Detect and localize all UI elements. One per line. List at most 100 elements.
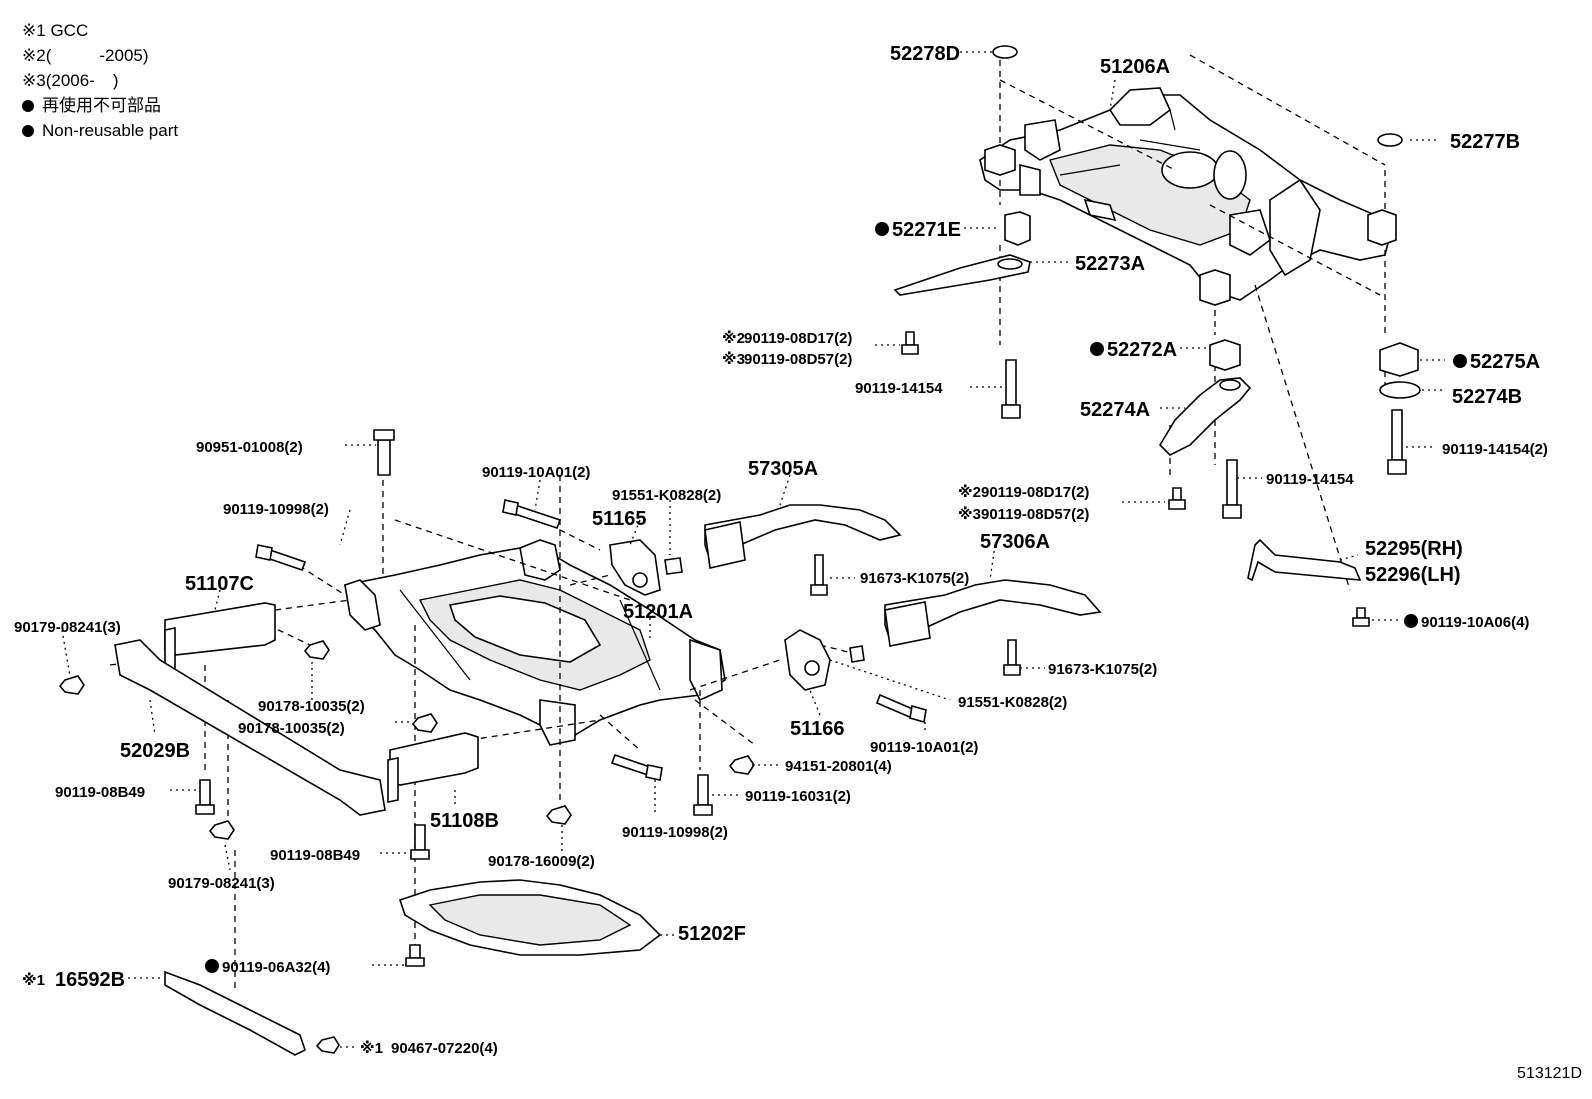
note-text: GCC: [50, 21, 89, 40]
label-52271e: 52271E: [892, 219, 961, 241]
label-90119-14154-a: 90119-14154: [855, 380, 943, 397]
label-51201a: 51201A: [623, 601, 693, 623]
nonreusable-dot-icon: [875, 222, 889, 236]
note-mark: ※1: [22, 21, 46, 40]
legend-note-1: ※1 GCC: [22, 18, 178, 43]
label-91551-k0828-b: 91551-K0828(2): [958, 694, 1067, 711]
label-90119-08b49-a: 90119-08B49: [55, 784, 145, 801]
label-57306a: 57306A: [980, 531, 1050, 553]
legend-nonreusable-jp: 再使用不可部品: [22, 93, 178, 118]
label-90179-08241-a: 90179-08241(3): [14, 619, 121, 636]
plate-16592b: [164, 970, 306, 1056]
figure-code: 513121D: [1517, 1065, 1582, 1082]
nonreusable-text-jp: 再使用不可部品: [42, 96, 161, 115]
note-mark-2a: ※2: [722, 329, 745, 347]
front-small-parts: [58, 429, 1102, 1056]
label-90178-10035-a: 90178-10035(2): [258, 698, 365, 715]
bullet-dot-icon: [22, 125, 34, 137]
label-90119-08d17-b: 90119-08D17(2): [981, 484, 1089, 501]
label-52274b: 52274B: [1452, 386, 1522, 408]
label-52029b: 52029B: [120, 740, 190, 762]
label-52273a: 52273A: [1075, 253, 1145, 275]
label-90119-08d17-a: 90119-08D17(2): [744, 330, 852, 347]
legend: ※1 GCC ※2( -2005) ※3(2006-) 再使用不可部品 Non-r…: [22, 18, 178, 143]
leader-lines: [61, 51, 1445, 1048]
label-52278d: 52278D: [890, 43, 960, 65]
label-52272a: 52272A: [1107, 339, 1177, 361]
bushing-52272a: [1209, 339, 1241, 371]
stopper-52274a: [1158, 377, 1252, 456]
washer-52277b: [1377, 133, 1403, 147]
bullet-dot-icon: [22, 100, 34, 112]
reinforcement-51108b: [389, 732, 479, 786]
note-mark-1b: ※1: [360, 1039, 383, 1057]
label-52275a: 52275A: [1470, 351, 1540, 373]
bracket-51166: [784, 629, 831, 691]
legend-nonreusable-en: Non-reusable part: [22, 118, 178, 143]
label-90119-14154-b: 90119-14154: [1266, 471, 1354, 488]
label-90119-16031: 90119-16031(2): [745, 788, 851, 805]
label-90119-14154-2: 90119-14154(2): [1442, 441, 1548, 458]
label-16592b: 16592B: [55, 969, 125, 991]
label-90119-08d57-b: 90119-08D57(2): [981, 506, 1089, 523]
label-51166: 51166: [790, 718, 845, 740]
note-text-open: (: [45, 46, 52, 65]
nonreusable-dot-icon: [205, 959, 219, 973]
label-90179-08241-b: 90179-08241(3): [168, 875, 275, 892]
label-90178-16009: 90178-16009(2): [488, 853, 595, 870]
note-mark: ※3: [22, 71, 46, 90]
nonreusable-text-en: Non-reusable part: [42, 121, 179, 140]
note-text-close: ): [112, 71, 119, 90]
label-51108b: 51108B: [430, 810, 499, 832]
label-90119-10a01-b: 90119-10A01(2): [870, 739, 978, 756]
note-mark-3b: ※3: [958, 505, 981, 523]
label-51107c: 51107C: [185, 573, 254, 595]
label-90119-10998-a: 90119-10998(2): [223, 501, 329, 518]
label-94151-20801: 94151-20801(4): [785, 758, 892, 775]
washer-52278d: [992, 45, 1018, 59]
label-91673-k1075-a: 91673-K1075(2): [860, 570, 969, 587]
front-assembly-lines: [109, 475, 861, 990]
label-90119-08b49-b: 90119-08B49: [270, 847, 360, 864]
bushing-52275a: [1379, 342, 1419, 377]
label-52277b: 52277B: [1450, 131, 1520, 153]
note-mark-2b: ※2: [958, 483, 981, 501]
nonreusable-dot-icon: [1404, 614, 1418, 628]
label-90951-01008: 90951-01008(2): [196, 439, 303, 456]
note-mark-3a: ※3: [722, 350, 745, 368]
label-91673-k1075-b: 91673-K1075(2): [1048, 661, 1157, 678]
label-90119-10998-b: 90119-10998(2): [622, 824, 728, 841]
front-suspension-member-52029b: [114, 639, 386, 816]
label-91551-k0828-a: 91551-K0828(2): [612, 487, 721, 504]
note-mark-1a: ※1: [22, 971, 45, 989]
stopper-52273a: [893, 254, 1031, 296]
label-90467-07220: 90467-07220(4): [391, 1040, 498, 1057]
nonreusable-dot-icon: [1453, 354, 1467, 368]
note-text-close: -2005): [99, 46, 149, 65]
legend-note-2: ※2( -2005): [22, 43, 178, 68]
label-51202f: 51202F: [678, 923, 746, 945]
bracket-52295: [1247, 538, 1362, 582]
rear-crossmember-drawing: [979, 87, 1397, 306]
label-90119-08d57-a: 90119-08D57(2): [744, 351, 852, 368]
front-crossmember-drawing: [344, 539, 726, 746]
label-57305a: 57305A: [748, 458, 818, 480]
nonreusable-dot-icon: [1090, 342, 1104, 356]
label-90178-10035-b: 90178-10035(2): [238, 720, 345, 737]
label-52274a: 52274A: [1080, 399, 1150, 421]
legend-note-3: ※3(2006-): [22, 68, 178, 93]
washer-52274b: [1379, 381, 1421, 399]
bushing-52271e: [1004, 211, 1031, 246]
label-51206a: 51206A: [1100, 56, 1170, 78]
reinforcement-51107c: [164, 602, 276, 656]
label-52296: 52296(LH): [1365, 564, 1461, 586]
label-90119-10a01-a: 90119-10A01(2): [482, 464, 590, 481]
label-51165: 51165: [592, 508, 647, 530]
bracket-51165: [609, 539, 661, 596]
stud-90951: [377, 439, 391, 476]
note-text-open: (2006-: [45, 71, 95, 90]
note-mark: ※2: [22, 46, 46, 65]
label-52295: 52295(RH): [1365, 538, 1463, 560]
label-90119-10a06: 90119-10A06(4): [1421, 614, 1529, 631]
